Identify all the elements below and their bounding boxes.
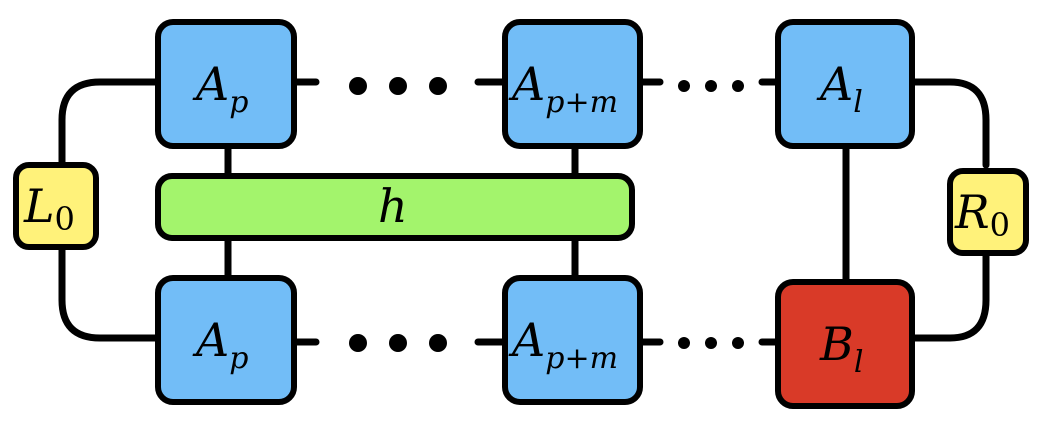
node-h-label: h [378,179,408,233]
left-loop-top [58,78,162,169]
node-l0-label: L0 [23,179,75,238]
node-bot-ap-label: Ap [192,313,248,376]
right-loop-top [908,78,990,169]
node-top-apm-box [502,19,643,149]
node-bot-apm-label: Ap+m [508,313,618,376]
ellipsis-dot [429,334,447,352]
node-bot-bl-box [775,279,915,409]
ellipsis-dot [705,80,717,92]
node-h-box [155,173,635,241]
node-top-apm-label: Ap+m [508,57,618,120]
node-bot-bl-label: Bl [819,317,863,380]
node-r0-box [947,168,1029,256]
node-top-al-box [775,19,915,149]
ellipsis-dot [349,334,367,352]
node-top-al-label: Al [816,57,863,120]
ellipsis-dots [349,77,744,352]
ellipsis-dot [429,77,447,95]
node-bot-ap-box [155,275,297,405]
labels: Ap Ap+m Al h L0 R0 Ap Ap+m Bl [23,57,1010,380]
node-bot-apm-box [502,275,643,405]
node-l0-box [13,162,99,250]
left-loop-bottom [58,243,162,342]
bonds [58,78,990,346]
ellipsis-dot [389,77,407,95]
ellipsis-dot [705,337,717,349]
ellipsis-dot [389,334,407,352]
node-top-ap-box [155,19,297,149]
node-top-ap-label: Ap [192,57,248,120]
boxes [13,19,1029,409]
right-loop-bottom [908,249,990,342]
ellipsis-dot [732,80,744,92]
ellipsis-dot [349,77,367,95]
ellipsis-dot [678,80,690,92]
node-r0-label: R0 [954,185,1010,244]
ellipsis-dot [732,337,744,349]
ellipsis-dot [678,337,690,349]
